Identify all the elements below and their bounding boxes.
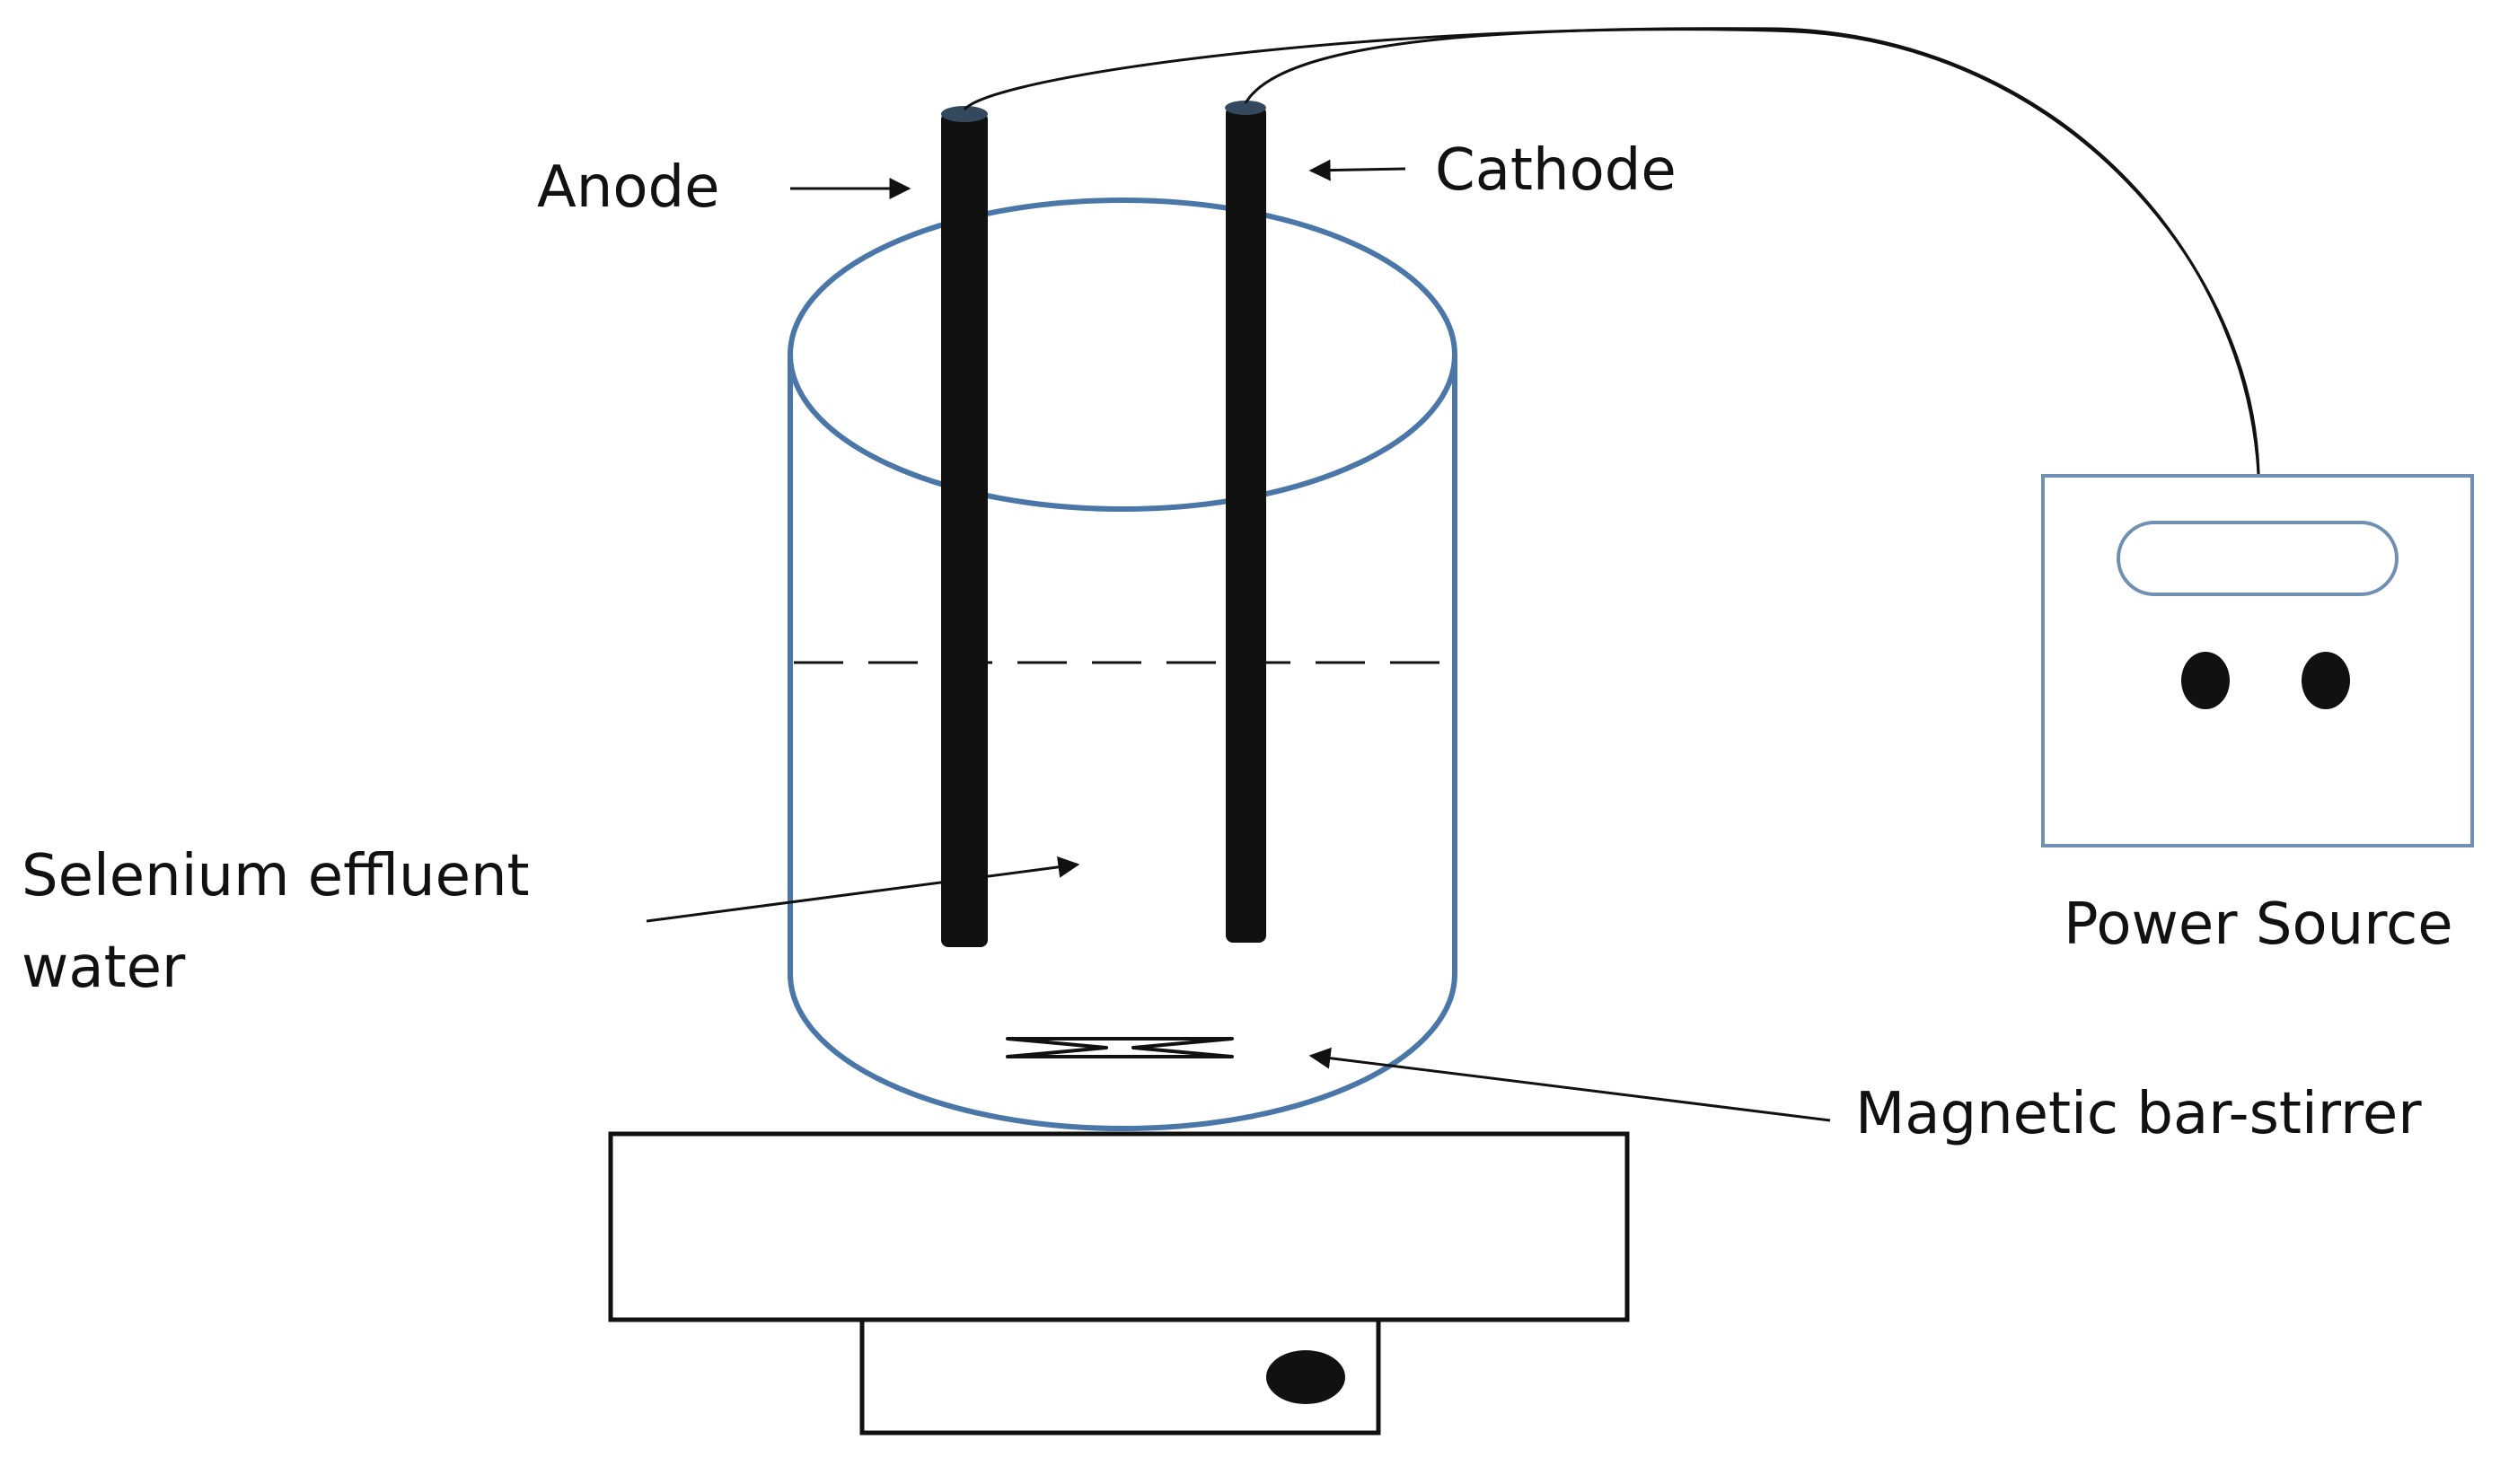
connecting-wires xyxy=(963,27,2260,475)
anode-label: Anode xyxy=(537,154,720,221)
stirrer-label: Magnetic bar-stirrer xyxy=(1855,1081,2422,1147)
cathode-label: Cathode xyxy=(1435,137,1677,204)
stirrer-base xyxy=(608,1131,1630,1436)
power-source xyxy=(2041,474,2474,847)
cathode-electrode xyxy=(1226,106,1266,943)
magnetic-stir-bar xyxy=(1006,1037,1234,1058)
power-display-window xyxy=(2117,521,2399,596)
cathode-arrow xyxy=(1308,159,1406,181)
stirrer-platform xyxy=(608,1131,1630,1322)
stirrer-knob xyxy=(1266,1350,1345,1404)
anode-electrode xyxy=(941,112,988,947)
effluent-label-line-1: Selenium effluent xyxy=(22,843,530,909)
effluent-label: Selenium effluent water xyxy=(22,830,530,1014)
power-terminal-left xyxy=(2181,652,2230,709)
cathode-wire xyxy=(1244,27,2260,475)
stir-bar-shape xyxy=(1006,1037,1234,1058)
beaker xyxy=(788,198,1457,1131)
beaker-body xyxy=(788,355,1457,1131)
annotation-arrows xyxy=(646,159,1831,1122)
power-source-label: Power Source xyxy=(2064,891,2453,958)
anode-top-cap xyxy=(941,106,988,122)
stirrer-arrow xyxy=(1308,1047,1831,1122)
electrodes xyxy=(941,101,1266,947)
power-terminal-right xyxy=(2302,652,2350,709)
cathode-top-cap xyxy=(1225,101,1266,115)
effluent-arrow xyxy=(646,856,1080,923)
beaker-rim xyxy=(788,198,1457,512)
effluent-label-line-2: water xyxy=(22,935,186,1001)
